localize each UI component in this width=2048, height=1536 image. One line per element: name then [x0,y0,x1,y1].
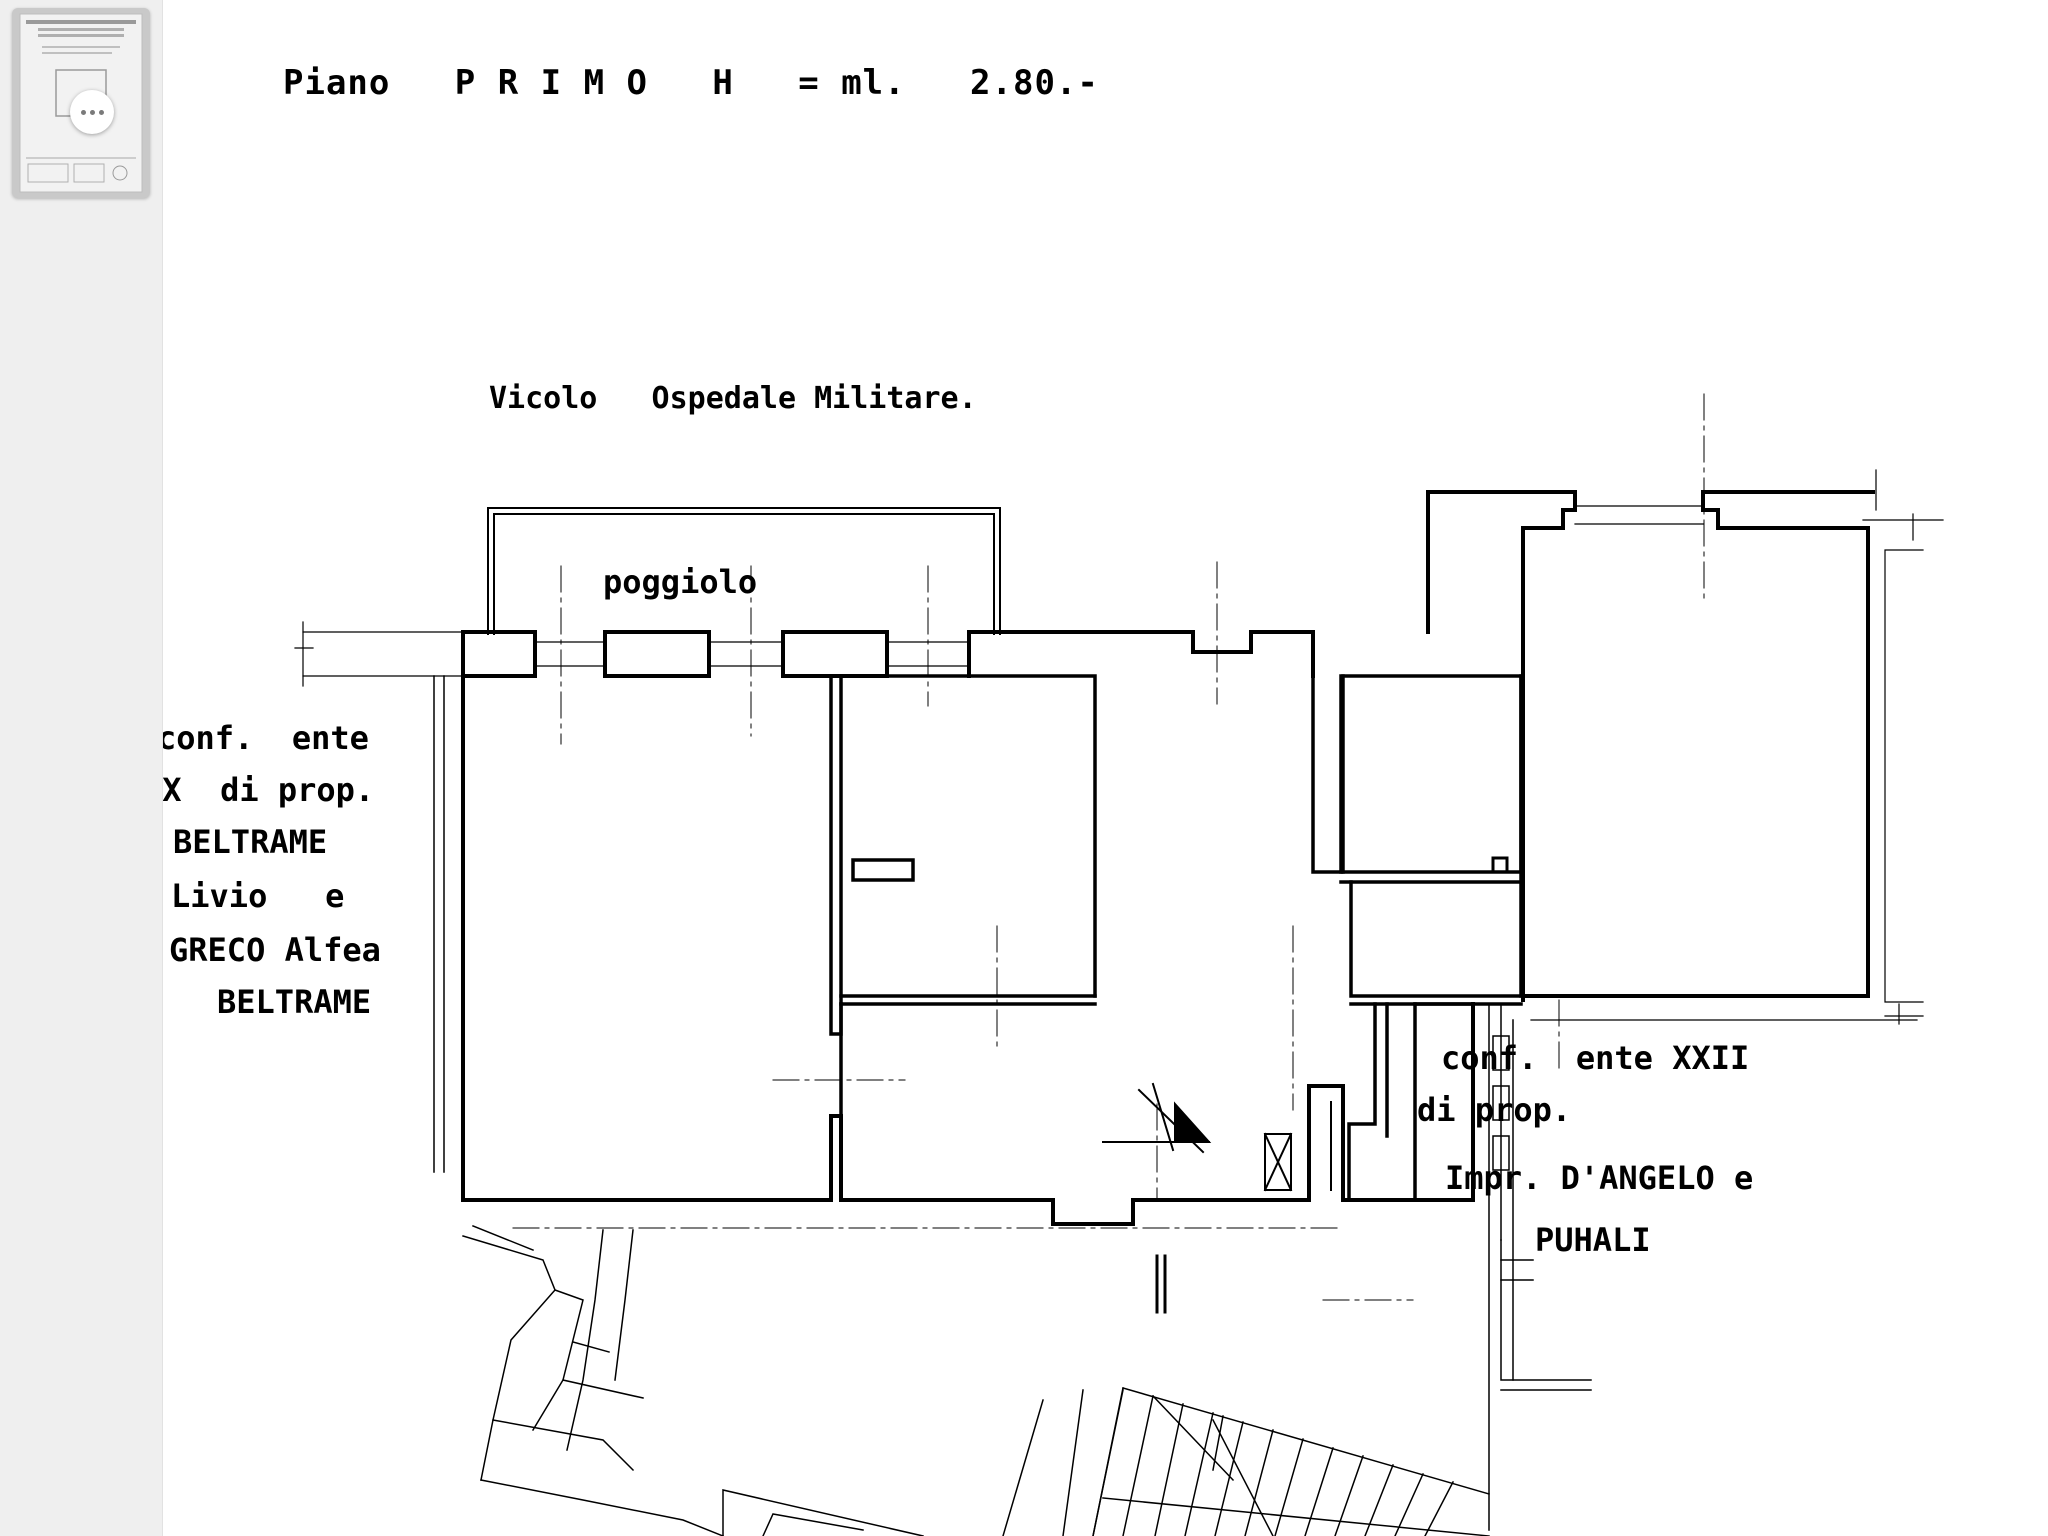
window-lines [294,621,970,687]
floor-plan-drawing [294,393,1944,1536]
balcony-outline [487,507,1001,635]
facade-wall [461,630,1315,678]
left-neighbor-line: BELTRAME [217,983,372,1021]
floor-title: Piano P R I M O H = ml. 2.80.- [283,63,1099,103]
left-neighbor-line: conf. ente [163,719,369,757]
left-neighbor-line: GRECO Alfea [169,931,381,969]
apartment-walls [461,674,1475,1226]
left-neighbor-line: XX di prop. [163,771,375,809]
courtyard-structures [462,1225,1124,1536]
stair-flight [1092,1387,1490,1536]
left-boundary [433,675,445,1173]
document-canvas[interactable]: Piano P R I M O H = ml. 2.80.- Vicolo Os… [163,0,2048,1536]
more-options-button[interactable] [70,90,114,134]
axis-lines [512,393,1705,1301]
annex-walls [1488,1003,1592,1531]
right-unit-walls [1426,490,1875,1002]
left-neighbor-line: Livio e [171,877,345,915]
right-neighbor-line: conf. ente XXII [1441,1039,1750,1077]
left-neighbor-line: BELTRAME [173,823,328,861]
right-neighbor-line: PUHALI [1535,1221,1651,1259]
misc-marks [1155,856,1509,1314]
thumbnail-sidebar[interactable] [0,0,163,1536]
ellipsis-icon [80,109,86,115]
balcony-label: poggiolo [603,563,758,601]
page-thumbnail[interactable] [12,8,150,198]
right-unit-detail [1530,469,1944,1025]
right-neighbor-line: di prop. [1417,1091,1572,1129]
street-label: Vicolo Ospedale Militare. [489,381,977,416]
stair-arrow [1102,1082,1332,1192]
page-thumbnail-preview [19,13,143,193]
right-neighbor-line: Impr. D'ANGELO e [1445,1159,1754,1197]
